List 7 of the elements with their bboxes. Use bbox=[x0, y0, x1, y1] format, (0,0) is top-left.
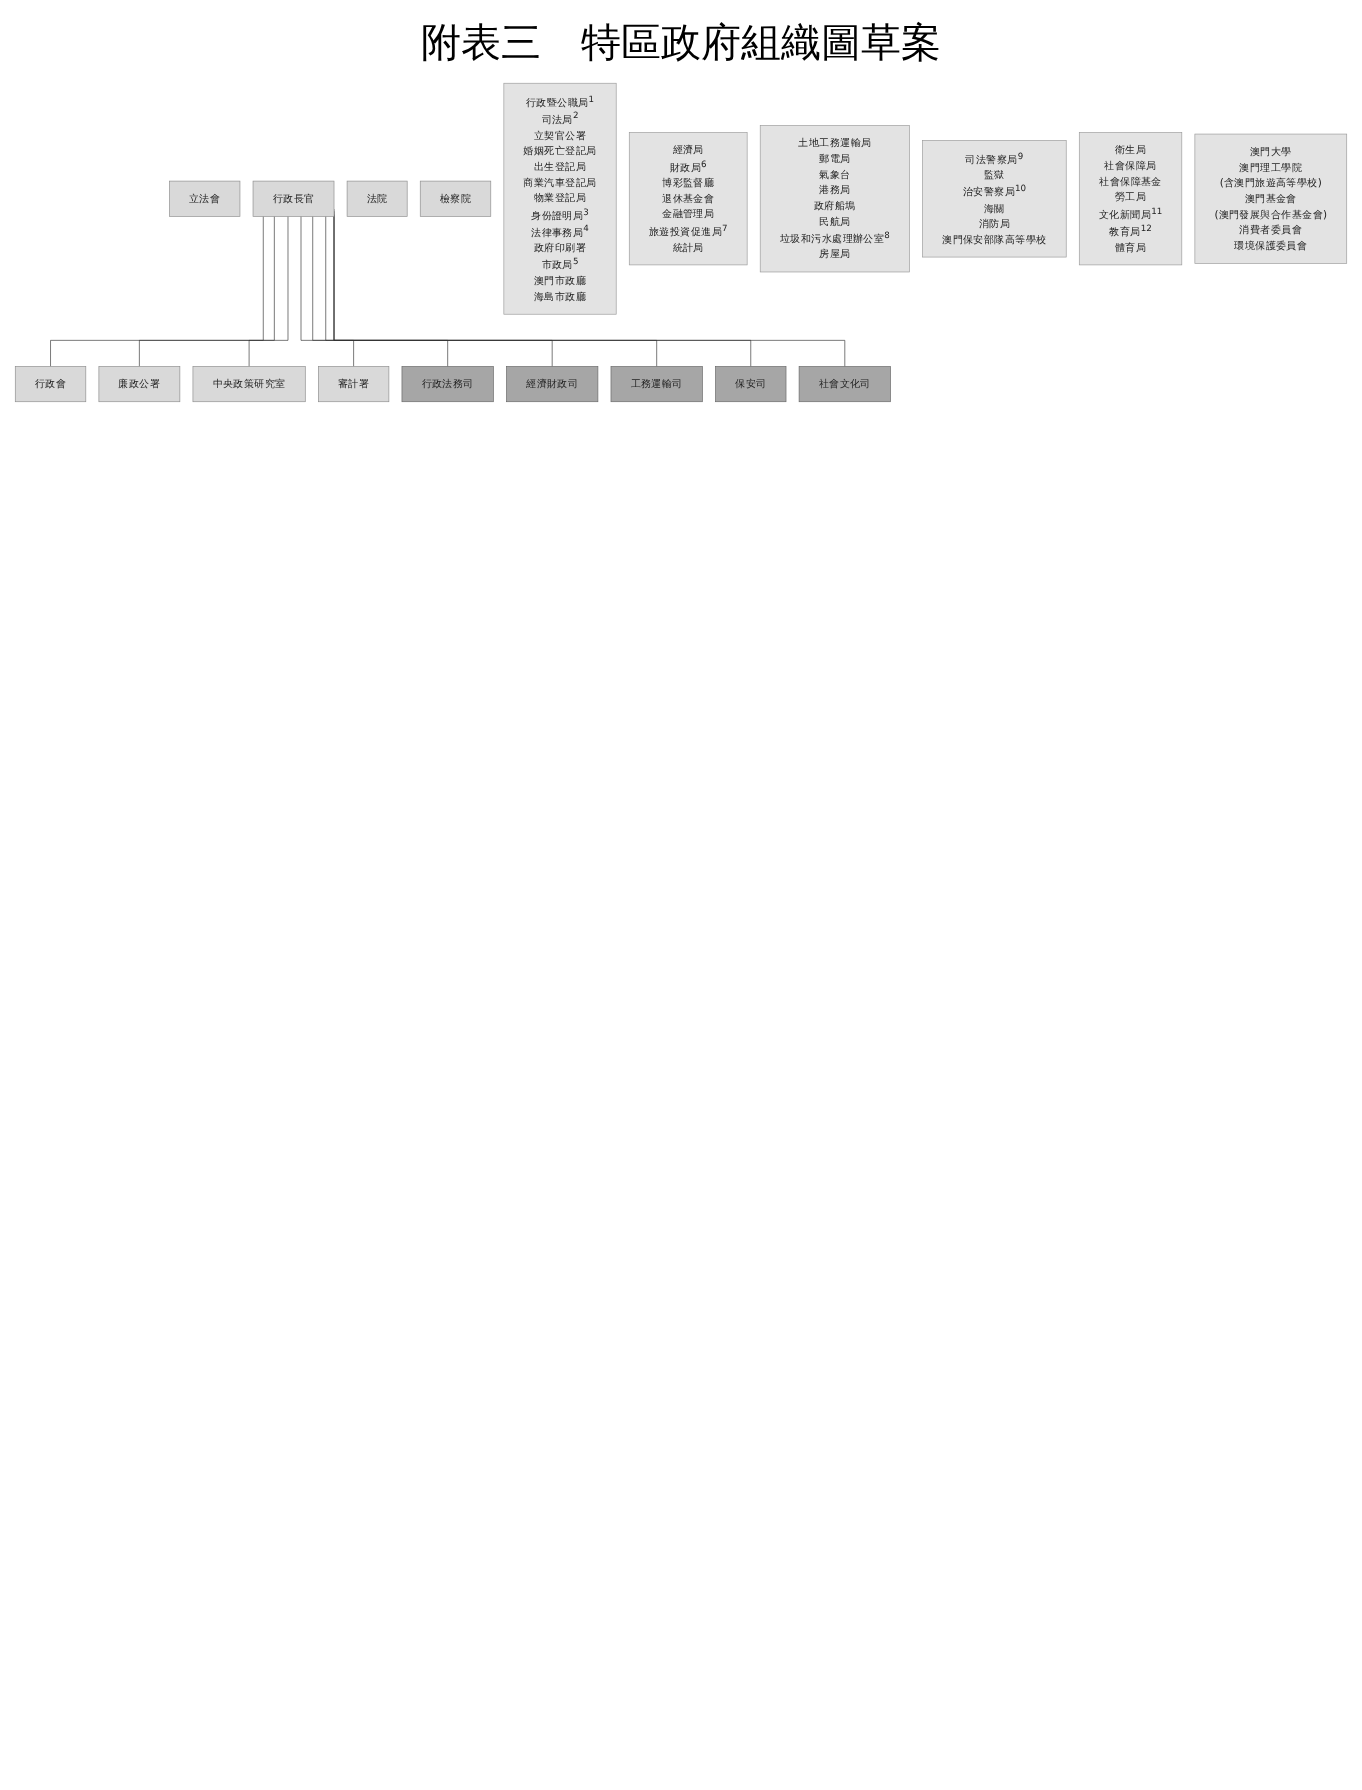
connector bbox=[50, 216, 264, 367]
connector bbox=[300, 216, 354, 367]
chart-title: 附表三 特區政府組織圖草案 bbox=[419, 16, 943, 70]
connector bbox=[325, 216, 553, 367]
connector bbox=[248, 216, 289, 367]
connector bbox=[139, 216, 275, 367]
connector bbox=[312, 216, 448, 367]
